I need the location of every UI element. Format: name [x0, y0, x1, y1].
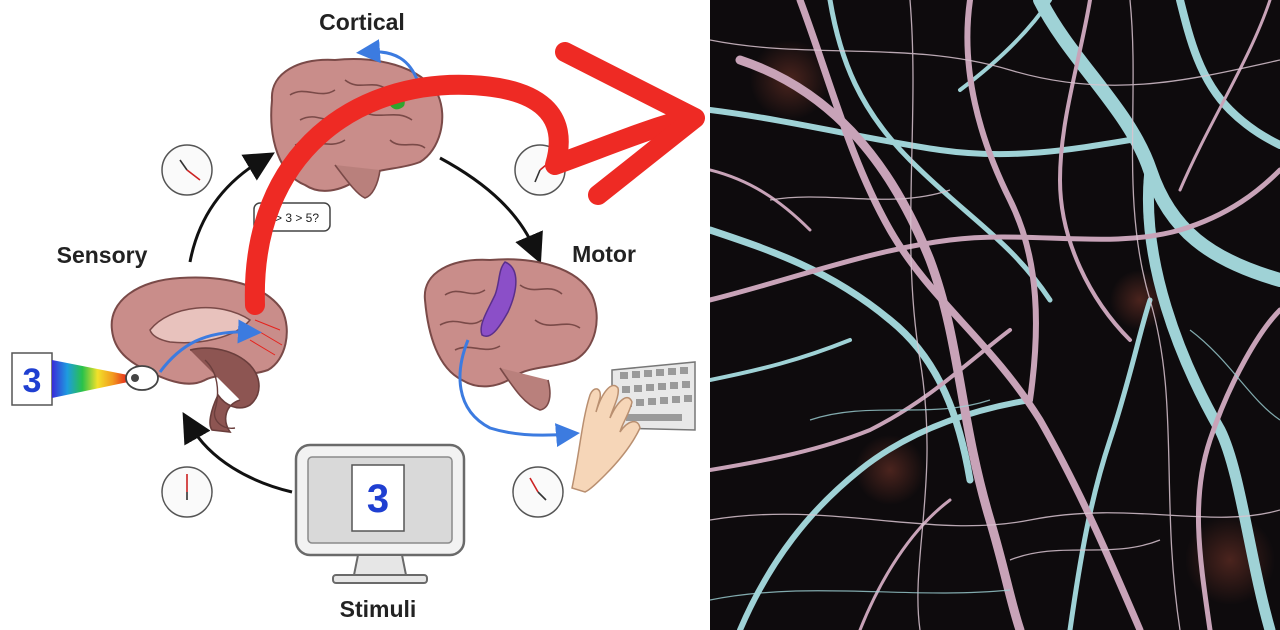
cycle-arrow-stimuli-sensory — [182, 411, 293, 494]
keyboard-icon — [611, 361, 696, 431]
screen-digit: 3 — [367, 477, 389, 521]
label-motor: Motor — [572, 241, 636, 267]
label-stimuli: Stimuli — [340, 596, 417, 622]
neuron-network-image — [710, 0, 1280, 630]
clock-icon — [512, 466, 564, 518]
clock-icon — [161, 466, 213, 518]
big-red-arrow — [244, 74, 700, 315]
label-sensory: Sensory — [57, 242, 148, 268]
cycle-svg: 3 3 5 > 3 > 5? — [11, 9, 705, 622]
stimulus-digit: 3 — [23, 362, 42, 400]
sensory-flow-arrow — [158, 319, 262, 373]
processing-cycle-diagram: 3 3 5 > 3 > 5? — [11, 9, 705, 622]
monitor-icon — [294, 443, 466, 584]
cortical-flow-arrow — [356, 39, 420, 83]
label-cortical: Cortical — [319, 9, 405, 35]
thought-bubble-text: 5 > 3 > 5? — [265, 211, 319, 225]
clock-icon — [161, 144, 213, 196]
cycle-arrow-sensory-cortical — [188, 152, 275, 263]
big-red-arrow-head — [555, 42, 705, 205]
motor-flow-arrow — [458, 339, 580, 447]
neuron-svg — [710, 0, 1280, 630]
hand-icon — [571, 384, 641, 493]
sensory-brain — [110, 276, 288, 433]
cycle-arrow-cortical-motor — [439, 156, 543, 264]
stimulus-input — [11, 352, 128, 406]
eye-icon — [125, 365, 159, 391]
motor-brain — [423, 258, 598, 411]
